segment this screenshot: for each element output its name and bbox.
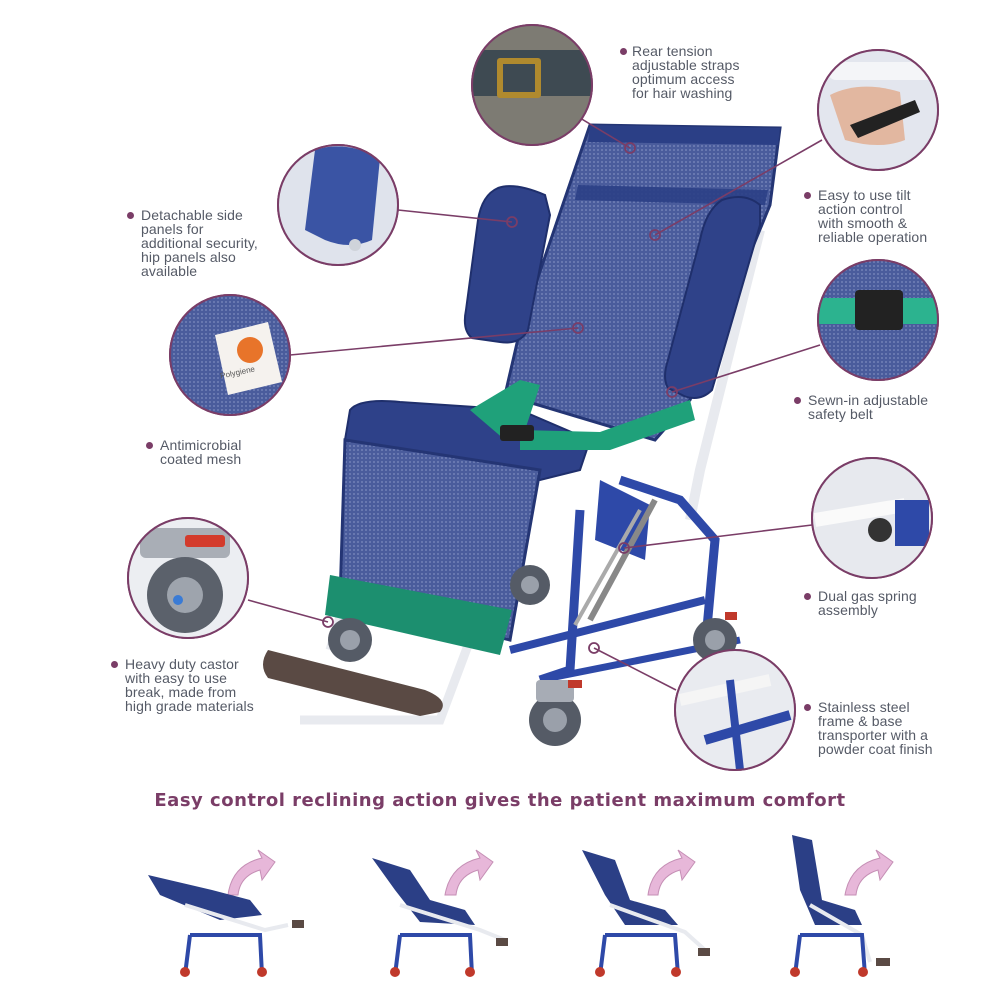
detail-circle-tilt-control: [817, 49, 939, 171]
bullet-icon: [111, 661, 118, 668]
bullet-icon: [794, 397, 801, 404]
detail-circle-mesh: [169, 294, 291, 416]
recline-caption: Easy control reclining action gives the …: [154, 790, 846, 811]
bullet-icon: [146, 442, 153, 449]
detail-circle-side-panel: [277, 144, 399, 266]
callout-lines: [247, 114, 823, 691]
bullet-icon: [620, 48, 627, 55]
feature-rear-tension: Rear tension adjustable straps optimum a…: [620, 44, 740, 100]
bullet-icon: [804, 192, 811, 199]
bullet-icon: [804, 593, 811, 600]
main-chair: [263, 123, 782, 746]
detail-circle-safety-belt: [817, 259, 939, 381]
bullet-icon: [804, 704, 811, 711]
detail-circle-castor: [127, 517, 249, 639]
recline-step-4: [790, 835, 894, 977]
feature-side-panels: Detachable side panels for additional se…: [127, 208, 258, 278]
recline-sequence: [148, 835, 894, 977]
castor-wheels: [328, 565, 737, 746]
detail-circle-rear-straps: [471, 24, 593, 146]
detail-circle-gas-spring: [811, 457, 933, 579]
bullet-icon: [127, 212, 134, 219]
recline-step-2: [372, 849, 508, 977]
feature-gas-spring: Dual gas spring assembly: [804, 589, 917, 617]
feature-safety-belt: Sewn-in adjustable safety belt: [794, 393, 928, 421]
detail-circle-frame: [674, 649, 796, 771]
feature-tilt-control: Easy to use tilt action control with smo…: [804, 188, 927, 244]
feature-castor: Heavy duty castor with easy to use break…: [111, 657, 254, 713]
feature-mesh: Antimicrobial coated mesh: [146, 438, 241, 466]
recline-step-1: [148, 849, 304, 977]
recline-step-3: [582, 849, 710, 977]
feature-frame: Stainless steel frame & base transporter…: [804, 700, 933, 756]
